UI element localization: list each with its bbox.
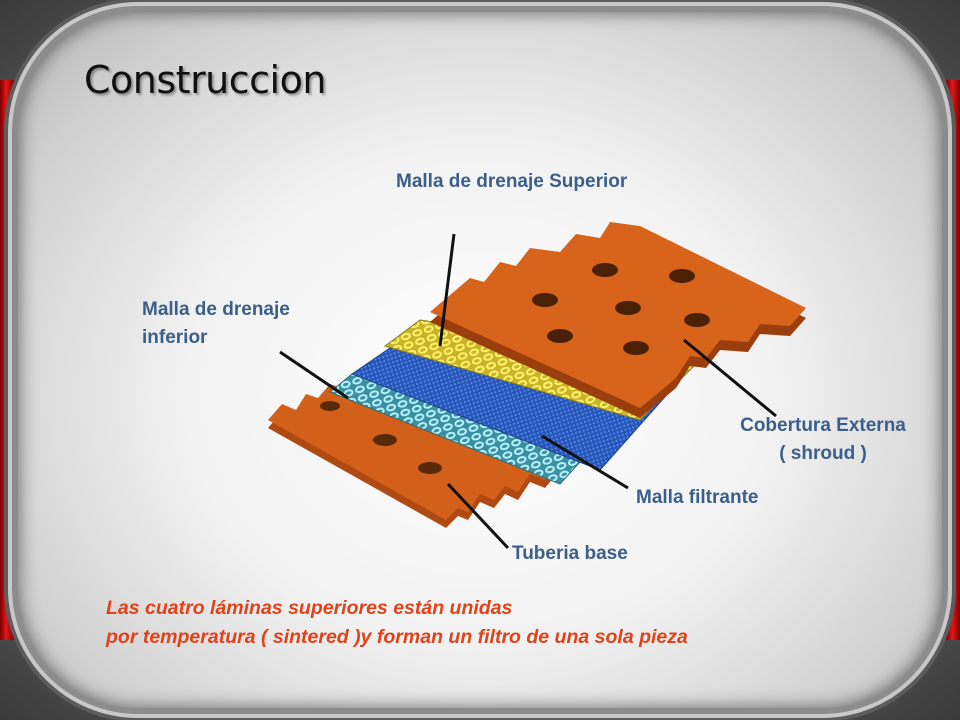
label-shroud: Cobertura Externa ( shroud ) (706, 412, 940, 468)
label-lower-drainage-mesh-line2: inferior (142, 327, 208, 348)
label-shroud-line2: ( shroud ) (779, 443, 867, 464)
leader-filter-mesh (541, 434, 629, 490)
shroud-upper-plate (430, 222, 806, 418)
label-filter-mesh: Malla filtrante (636, 487, 759, 508)
leader-base-pipe (446, 482, 510, 550)
caption-line2: por temperatura ( sintered )y forman un … (106, 626, 688, 648)
slide-caption: Las cuatro láminas superiores están unid… (106, 594, 688, 652)
leader-shroud (683, 338, 777, 418)
slide-title: Construccion (84, 58, 326, 102)
label-lower-drainage-mesh: Malla de drenaje inferior (142, 296, 290, 352)
caption-line1: Las cuatro láminas superiores están unid… (106, 597, 513, 619)
leader-upper-mesh (438, 233, 456, 347)
right-red-bar (946, 80, 960, 640)
left-red-bar (0, 80, 14, 640)
leader-lower-mesh (279, 350, 349, 400)
shroud-lower-plate (268, 384, 560, 528)
label-lower-drainage-mesh-line1: Malla de drenaje (142, 299, 290, 320)
label-shroud-line1: Cobertura Externa (740, 415, 906, 436)
label-base-pipe: Tuberia base (512, 543, 628, 564)
label-upper-drainage-mesh: Malla de drenaje Superior (396, 171, 628, 192)
